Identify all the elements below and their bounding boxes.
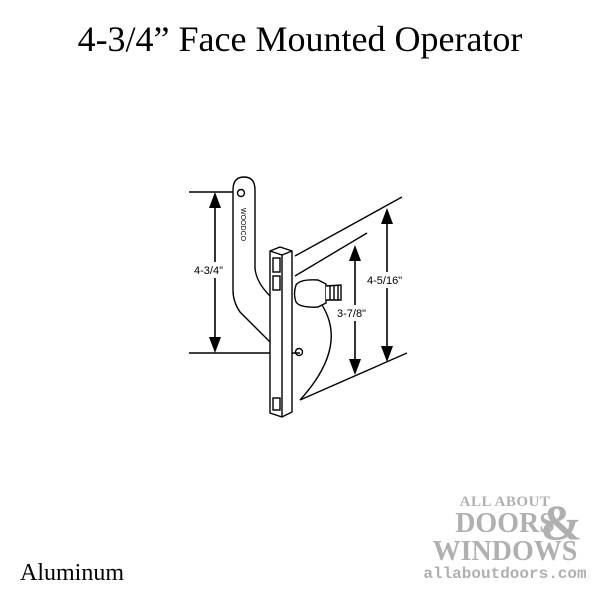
logo-url: allaboutdoors.com — [423, 565, 587, 583]
brand-logo: ALL ABOUT DOORS & WINDOWS allaboutdoors.… — [420, 494, 590, 583]
arrowhead-down — [209, 337, 221, 353]
logo-line2: DOORS — [455, 508, 555, 539]
material-label: Aluminum — [20, 560, 125, 586]
overall-height-label: 4-5/16" — [367, 275, 402, 287]
arm-hole — [236, 188, 246, 198]
logo-line1: ALL ABOUT — [459, 494, 551, 510]
brand-stamp: WOODCO — [239, 208, 246, 242]
arrowhead-up — [209, 192, 221, 208]
gear-housing — [299, 301, 332, 401]
screw-hole — [294, 347, 304, 357]
logo-line3: WINDOWS — [432, 536, 578, 567]
logo-ampersand: & — [540, 494, 582, 550]
inner-height-label: 3-7/8" — [337, 308, 366, 320]
arm-height-label: 4-3/4" — [194, 265, 223, 277]
product-title: 4-3/4” Face Mounted Operator — [77, 19, 523, 59]
crank-knob — [293, 279, 327, 308]
